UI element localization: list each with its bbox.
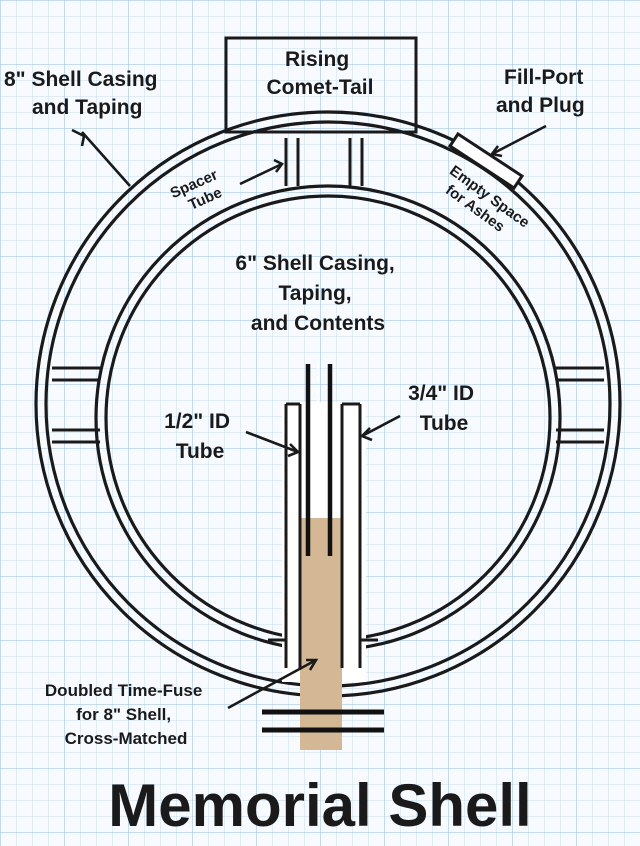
leader-lines xyxy=(71,124,547,710)
fill-port-label: Fill-Port and Plug xyxy=(496,66,589,117)
comet-tail-box xyxy=(224,36,418,134)
three-quarter-inch-tube xyxy=(340,402,362,668)
outer-casing-label: 8" Shell Casing and Taping xyxy=(4,68,163,119)
inner-casing-label: 6" Shell Casing, Taping, and Contents xyxy=(235,252,400,335)
cross-match-bars xyxy=(262,709,384,733)
spacer-tube-right xyxy=(556,366,604,444)
half-inch-tube-label: 1/2" ID Tube xyxy=(164,410,236,463)
spacer-tube-top xyxy=(284,138,364,186)
spacer-tube-left xyxy=(52,366,100,444)
fill-port-plug xyxy=(447,131,525,191)
page-title: Memorial Shell xyxy=(108,772,531,839)
three-quarter-tube-label: 3/4" ID Tube xyxy=(408,382,480,435)
comet-tail-label: Rising Comet-Tail xyxy=(267,48,374,99)
time-fuse-label: Doubled Time-Fuse for 8" Shell, Cross-Ma… xyxy=(45,681,207,748)
